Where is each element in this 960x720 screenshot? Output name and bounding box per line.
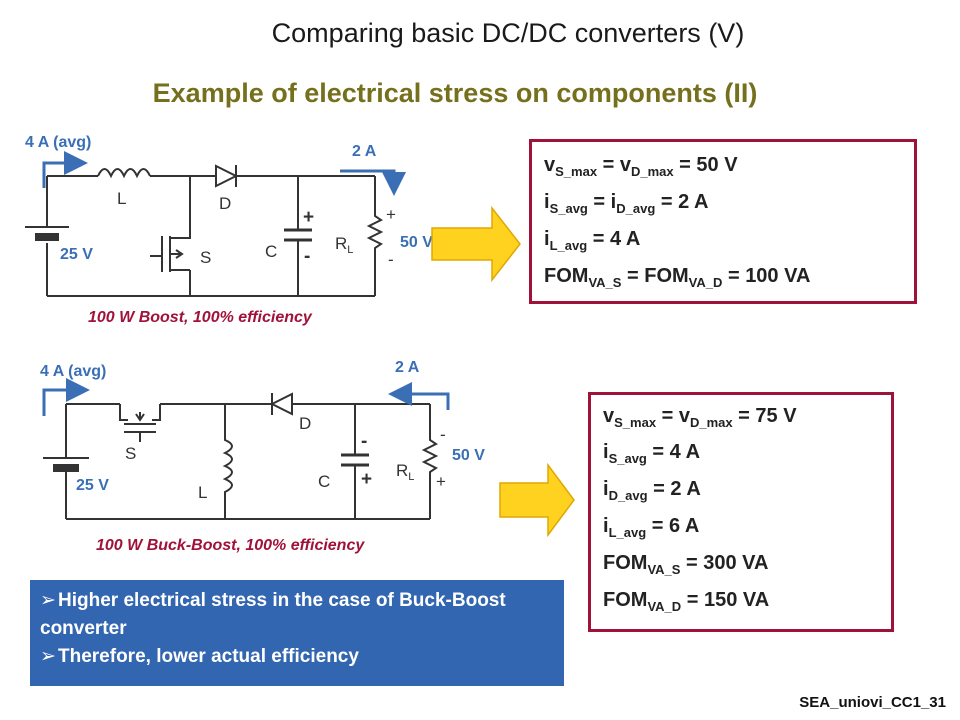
boost-output-voltage-label: 50 V — [400, 234, 433, 251]
bb-output-voltage-label: 50 V — [452, 447, 485, 464]
slide-footer: SEA_uniovi_CC1_31 — [799, 694, 946, 711]
boost-diode-label: D — [219, 194, 231, 213]
boost-inductor-icon — [97, 168, 151, 179]
bb-switch-label: S — [125, 444, 136, 463]
boost-resistor-icon — [366, 176, 384, 296]
bb-input-current-arrow — [42, 378, 90, 416]
slide-subtitle: Example of electrical stress on componen… — [152, 78, 758, 108]
boost-circuit — [25, 164, 384, 297]
bb-resistor-label: RL — [396, 461, 414, 483]
boost-cap-plus: + — [303, 207, 314, 228]
conclusion-item: ➢Therefore, lower actual efficiency — [40, 643, 554, 671]
bb-result-isavg: iS_avg = 4 A — [603, 441, 701, 466]
slide-title: Comparing basic DC/DC converters (V) — [271, 18, 745, 48]
bb-cap-minus: - — [361, 431, 367, 452]
bb-inductor-icon — [222, 404, 233, 519]
boost-capacitor-icon — [284, 176, 312, 296]
bb-cap-plus: + — [361, 469, 372, 490]
boost-input-current-label: 4 A (avg) — [25, 134, 91, 151]
boost-results-box: vS_max = vD_max = 50 V iS_avg = iD_avg =… — [529, 139, 917, 304]
boost-input-current-arrow — [42, 151, 88, 188]
buckboost-results-box: vS_max = vD_max = 75 V iS_avg = 4 A iD_a… — [588, 392, 894, 632]
boost-result-vmax: vS_max = vD_max = 50 V — [544, 154, 738, 179]
bb-capacitor-label: C — [318, 472, 330, 491]
boost-result-ilavg: iL_avg = 4 A — [544, 228, 641, 253]
boost-battery-icon — [35, 233, 59, 241]
arrow-bullet-icon: ➢ — [40, 590, 56, 611]
bb-capacitor-icon — [341, 404, 369, 519]
boost-caption: 100 W Boost, 100% efficiency — [88, 309, 313, 326]
boost-result-fom: FOMVA_S = FOMVA_D = 100 VA — [544, 265, 811, 290]
bb-switch-icon — [119, 404, 161, 442]
bb-input-voltage-label: 25 V — [76, 477, 109, 494]
boost-switch-icon — [150, 176, 191, 296]
boost-result-iavg: iS_avg = iD_avg = 2 A — [544, 191, 709, 216]
bb-output-current-arrow — [388, 382, 450, 410]
result-arrow-1-icon — [431, 205, 521, 283]
boost-output-current-arrow — [340, 169, 406, 196]
bb-battery-icon — [53, 464, 79, 472]
conclusion-item: ➢Higher electrical stress in the case of… — [40, 587, 554, 643]
boost-cap-minus: - — [304, 246, 310, 267]
bb-result-fom-d: FOMVA_D = 150 VA — [603, 589, 770, 614]
bb-diode-label: D — [299, 414, 311, 433]
arrow-bullet-icon: ➢ — [40, 646, 56, 667]
buckboost-circuit — [43, 392, 439, 520]
boost-capacitor-label: C — [265, 242, 277, 261]
boost-inductor-label: L — [117, 189, 126, 208]
bb-inductor-label: L — [198, 483, 207, 502]
bb-caption: 100 W Buck-Boost, 100% efficiency — [96, 537, 365, 554]
bb-result-idavg: iD_avg = 2 A — [603, 478, 701, 503]
bb-out-minus: - — [440, 425, 446, 444]
conclusion-box: ➢Higher electrical stress in the case of… — [30, 580, 564, 686]
bb-diode-icon — [269, 392, 293, 416]
bb-out-plus: + — [436, 472, 446, 491]
boost-switch-label: S — [200, 248, 211, 267]
boost-output-current-label: 2 A — [352, 143, 377, 160]
boost-diode-icon — [215, 164, 239, 188]
boost-out-minus: - — [388, 250, 394, 269]
boost-out-plus: + — [386, 205, 396, 224]
result-arrow-2-icon — [499, 462, 575, 538]
bb-result-vmax: vS_max = vD_max = 75 V — [603, 405, 797, 430]
bb-output-current-label: 2 A — [395, 359, 420, 376]
boost-input-voltage-label: 25 V — [60, 246, 93, 263]
boost-resistor-label: RL — [335, 234, 353, 256]
bb-resistor-icon — [421, 404, 439, 519]
bb-result-ilavg: iL_avg = 6 A — [603, 515, 700, 540]
bb-input-current-label: 4 A (avg) — [40, 363, 106, 380]
bb-result-fom-s: FOMVA_S = 300 VA — [603, 552, 769, 577]
